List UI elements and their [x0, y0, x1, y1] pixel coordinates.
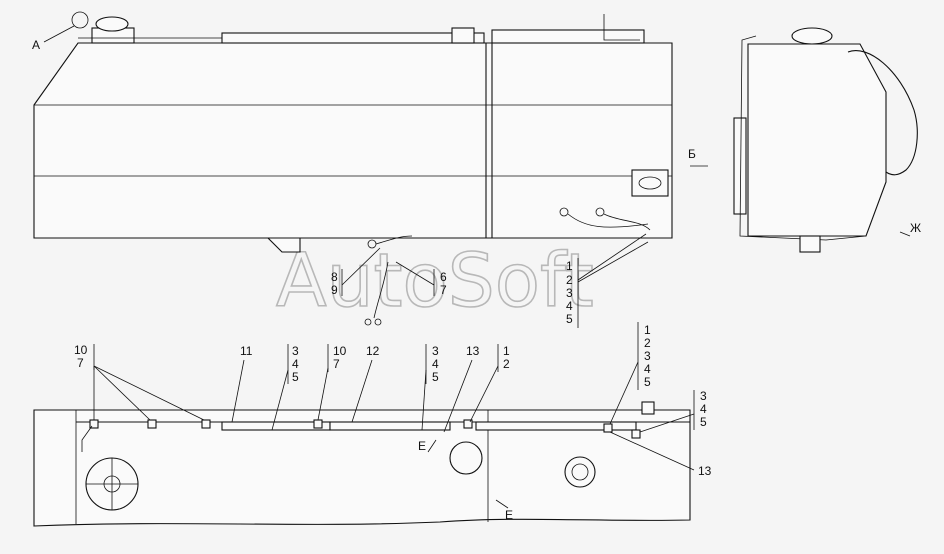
callout-7-b: 7 — [333, 357, 340, 371]
view-label-e-1: Е — [418, 439, 426, 453]
callout-r1-0: 1 — [566, 259, 573, 273]
frame-side-view — [33, 401, 691, 527]
callout-g345b-0: 3 — [432, 344, 439, 358]
callout-13-b: 13 — [698, 464, 712, 478]
watermark: AutoSoft — [276, 238, 594, 324]
callout-g345a-1: 4 — [292, 357, 299, 371]
callout-g345a-0: 3 — [292, 344, 299, 358]
callout-stack-bottom-right: 1 2 3 4 5 — [609, 322, 651, 425]
tank-side-view — [33, 11, 673, 326]
callout-r2-4: 5 — [644, 375, 651, 389]
callout-r2-0: 1 — [644, 323, 651, 337]
view-label-a: А — [32, 38, 40, 52]
callout-stack-top-right: 1 2 3 4 5 — [566, 233, 649, 328]
callout-10-b: 10 — [333, 344, 347, 358]
callout-9: 9 — [331, 283, 338, 297]
callout-g345a-2: 5 — [292, 370, 299, 384]
callout-g345b-1: 4 — [432, 357, 439, 371]
callout-group-12: 1 2 — [469, 344, 510, 423]
callout-r1-4: 5 — [566, 312, 573, 326]
callout-g345c-1: 4 — [700, 402, 707, 416]
callout-group-345-b: 3 4 5 — [421, 344, 439, 431]
callout-10: 10 — [74, 343, 88, 357]
callout-7-bottom: 7 — [77, 356, 84, 370]
callout-g12-0: 1 — [503, 344, 510, 358]
callout-g345b-2: 5 — [432, 370, 439, 384]
callout-g12-1: 2 — [503, 357, 510, 371]
callout-r2-1: 2 — [644, 336, 651, 350]
callout-r1-1: 2 — [566, 273, 573, 287]
callout-11: 11 — [240, 344, 253, 358]
view-label-e-2: Е — [505, 508, 513, 522]
callout-g345c-2: 5 — [700, 415, 707, 429]
callout-r1-3: 4 — [566, 299, 573, 313]
callout-r1-2: 3 — [566, 286, 573, 300]
callout-group-345-c: 3 4 5 — [639, 389, 707, 433]
callout-8: 8 — [331, 270, 338, 284]
callout-r2-2: 3 — [644, 349, 651, 363]
tank-end-view — [733, 27, 918, 253]
callout-7: 7 — [440, 283, 447, 297]
view-label-b: Б — [688, 147, 696, 161]
callout-group-345-a: 3 4 5 — [271, 344, 299, 431]
callout-13: 13 — [466, 344, 480, 358]
view-label-zh: Ж — [910, 221, 921, 235]
callout-12: 12 — [366, 344, 380, 358]
callout-6: 6 — [440, 270, 447, 284]
callout-r2-3: 4 — [644, 362, 651, 376]
callout-g345c-0: 3 — [700, 389, 707, 403]
